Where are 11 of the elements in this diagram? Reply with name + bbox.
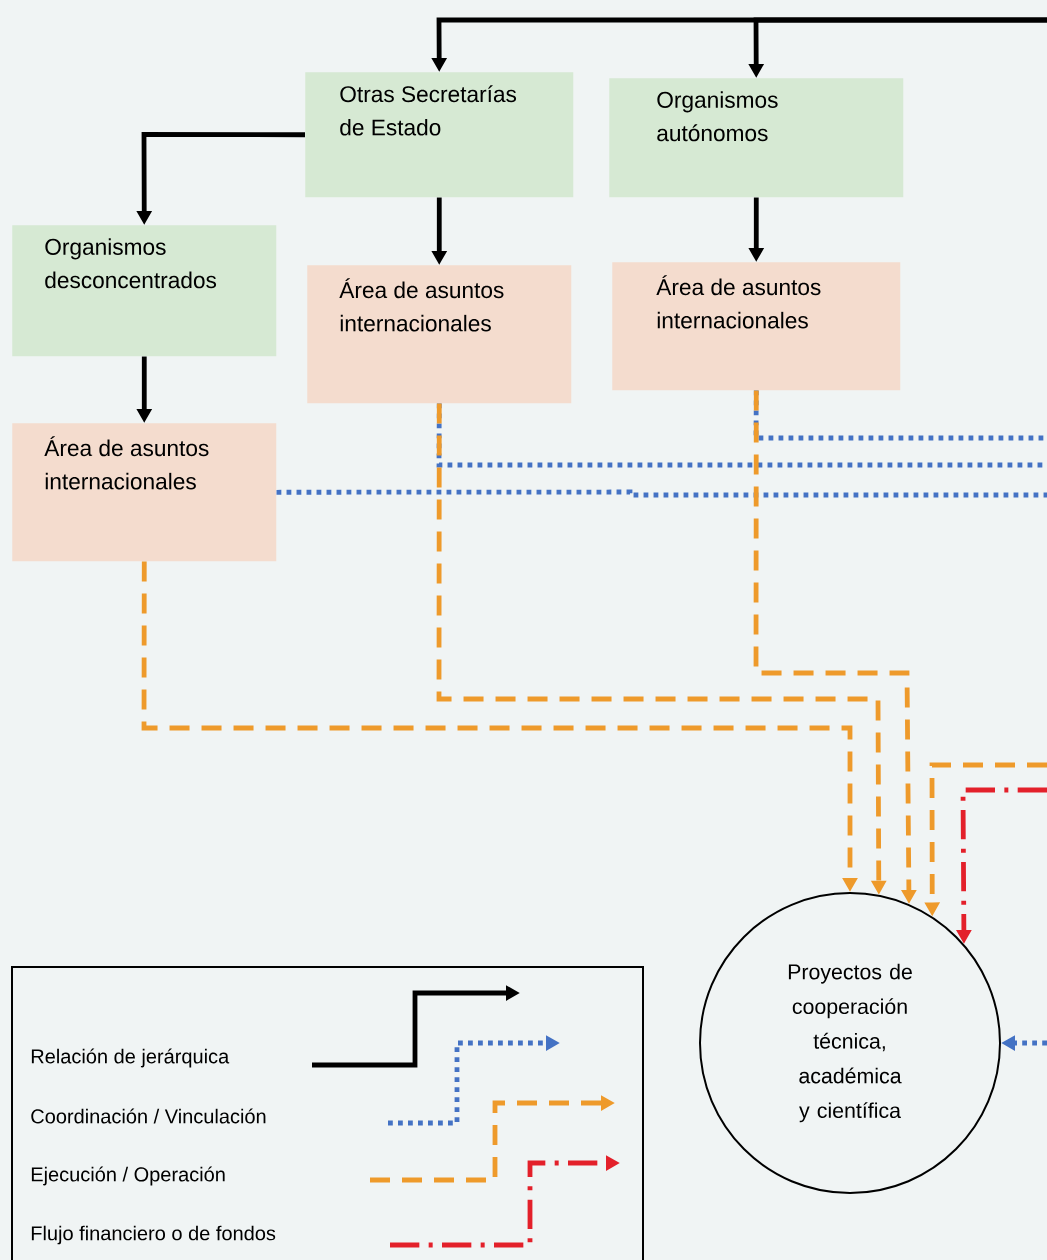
organization-box: Organismos desconcentrados <box>12 225 277 357</box>
legend-label: Relación de jerárquica <box>31 1048 230 1068</box>
department-box: Área de asuntos internacionales <box>307 265 572 404</box>
department-box: Área de asuntos internacionales <box>12 423 277 562</box>
legend-label: Flujo financiero o de fondos <box>31 1225 276 1245</box>
department-box: Área de asuntos internacionales <box>612 262 901 391</box>
organization-box: Otras Secretarías de Estado <box>305 72 574 198</box>
legend-label: Ejecución / Operación <box>31 1166 225 1186</box>
connector-line <box>276 489 1047 498</box>
legend-label: Coordinación / Vinculación <box>31 1108 266 1124</box>
organization-box: Organismos autónomos <box>609 78 904 198</box>
